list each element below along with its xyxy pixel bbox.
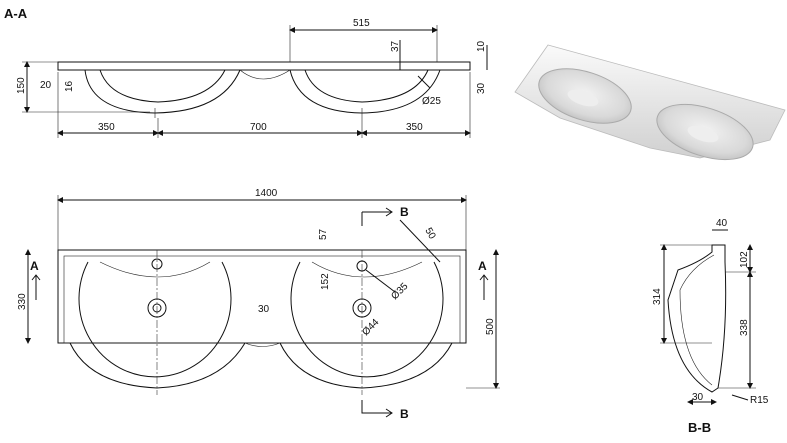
marker-b-bottom: B [400, 407, 409, 421]
marker-b-top: B [400, 205, 409, 219]
dim-dia44: Ø44 [360, 317, 381, 338]
dim-40: 40 [716, 218, 728, 229]
marker-a-left: A [30, 259, 39, 273]
aa-bowl-left-outer [84, 69, 241, 114]
dim-dia25: Ø25 [422, 96, 441, 107]
dim-700: 700 [250, 122, 267, 133]
dim-330: 330 [17, 293, 28, 310]
dim-16: 16 [64, 80, 75, 92]
dim-350-left: 350 [98, 122, 115, 133]
dim-1400: 1400 [255, 188, 278, 199]
dim-314: 314 [652, 288, 663, 305]
aa-bridge [239, 69, 291, 80]
dim-500: 500 [485, 318, 496, 335]
aa-bowl-right-outer [289, 69, 441, 114]
section-bb-view: 314 40 102 338 30 R15 B-B [652, 218, 769, 435]
plan-bowl-left [78, 261, 232, 378]
plan-bowl-right [290, 261, 444, 378]
dim-20: 20 [40, 80, 52, 91]
dim-150: 150 [16, 77, 27, 94]
section-bb-label: B-B [688, 420, 711, 435]
isometric-render [514, 44, 786, 161]
marker-a-right: A [478, 259, 487, 273]
dim-30-plan: 30 [258, 304, 270, 315]
dim-r15: R15 [750, 395, 769, 406]
section-aa-view: A-A 515 37 10 30 150 20 16 Ø25 [4, 6, 488, 138]
dim-57: 57 [318, 228, 329, 240]
section-aa-label: A-A [4, 6, 28, 21]
dim-515: 515 [353, 18, 370, 29]
dim-338: 338 [739, 319, 750, 336]
aa-bowl-left-inner [99, 69, 226, 103]
dim-50: 50 [422, 226, 437, 242]
bb-profile [667, 244, 727, 393]
dim-30-bb: 30 [692, 392, 704, 403]
plan-view: 1400 330 500 57 50 152 Ø35 30 Ø44 [17, 188, 500, 421]
aa-bowl-right-inner [304, 69, 429, 103]
dim-102: 102 [739, 251, 750, 268]
dim-30: 30 [476, 82, 487, 94]
dim-10: 10 [476, 40, 487, 52]
dim-dia35: Ø35 [389, 281, 410, 302]
dim-350-right: 350 [406, 122, 423, 133]
dim-152: 152 [320, 273, 331, 290]
dim-37: 37 [390, 40, 401, 52]
plan-outline [57, 249, 467, 344]
aa-top-slab [57, 61, 471, 71]
